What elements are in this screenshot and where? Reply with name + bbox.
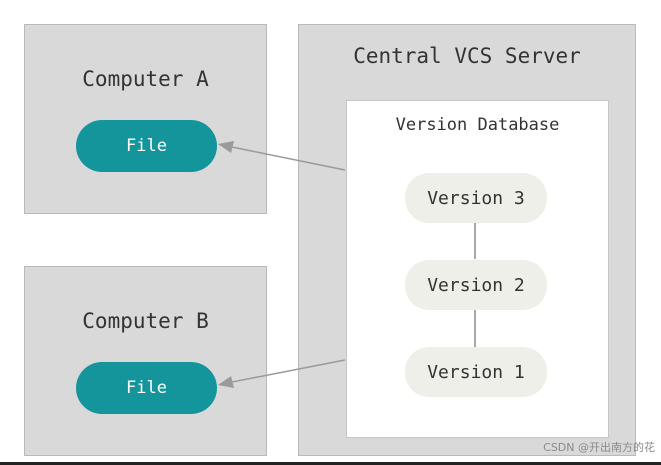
version-3-pill: Version 3 (405, 173, 547, 223)
computer-a-file-pill: File (76, 120, 217, 172)
version-database-title: Version Database (395, 115, 560, 135)
watermark-text: CSDN @开出南方的花 (543, 441, 655, 454)
computer-b-file-pill: File (76, 362, 217, 414)
version-database-box: Version Database Version 3 Version 2 Ver… (346, 100, 609, 438)
version-2-pill: Version 2 (405, 260, 547, 310)
bottom-border-line (0, 462, 661, 465)
computer-b-title: Computer B (82, 309, 209, 333)
version-1-pill: Version 1 (405, 347, 547, 397)
central-vcs-server-box: Central VCS Server Version Database Vers… (298, 24, 636, 456)
version-connector-line (474, 221, 476, 259)
computer-b-box: Computer B File (24, 266, 267, 456)
central-vcs-server-title: Central VCS Server (353, 44, 581, 68)
version-connector-line (474, 309, 476, 347)
computer-a-title: Computer A (82, 67, 209, 91)
computer-a-box: Computer A File (24, 24, 267, 214)
